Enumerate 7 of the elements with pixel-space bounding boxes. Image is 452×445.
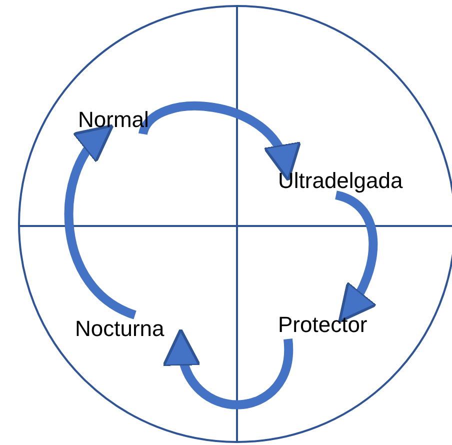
stage-label: Protector <box>276 311 370 339</box>
stage-label: Nocturna <box>73 315 166 343</box>
curved-arrow <box>138 102 298 182</box>
curved-arrow <box>164 328 293 410</box>
stage-label: Normal <box>76 106 151 134</box>
curved-arrow <box>64 123 137 320</box>
stage-label: Ultradelgada <box>276 167 405 195</box>
